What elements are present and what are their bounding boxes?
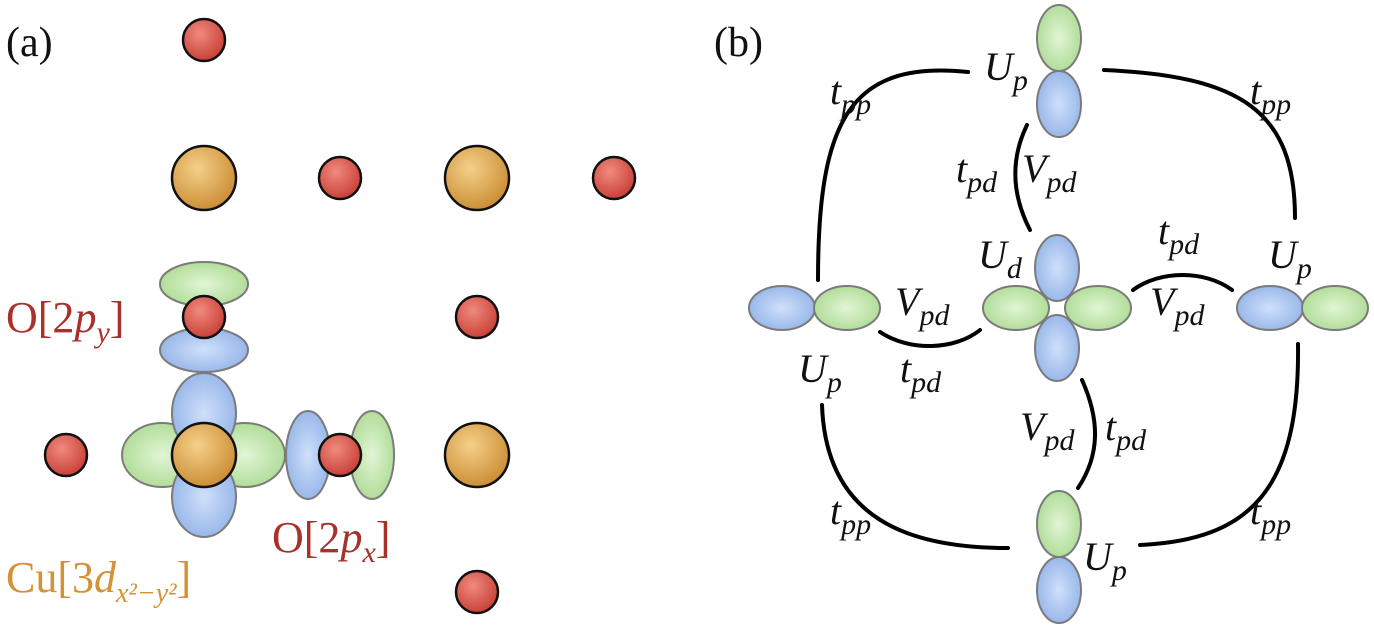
- oxygen-atom: [454, 569, 500, 615]
- oxygen-atom: [454, 294, 500, 340]
- o-2px-label: O[2px]: [272, 513, 390, 569]
- tpp-label-top-right: tpp: [1250, 68, 1291, 121]
- tpp-arc-bottom-right: [1138, 342, 1301, 547]
- vpd-label-left: Vpd: [895, 279, 950, 332]
- vpd-label-top: Vpd: [1022, 146, 1077, 199]
- orbital-lobe: [1036, 70, 1082, 138]
- vpd-label-right: Vpd: [1150, 279, 1205, 332]
- cu-3d-label: Cu[3dx²−y²]: [6, 553, 191, 609]
- orbital-lobe: [1064, 285, 1132, 331]
- tpp-label-bottom-left: tpp: [830, 488, 871, 541]
- orbital-lobe: [748, 285, 816, 331]
- oxygen-atom-py: [181, 294, 227, 340]
- panel-a: (a): [6, 17, 637, 615]
- tpd-label-bottom: tpd: [1105, 404, 1147, 457]
- up-label-bottom: Up: [1083, 534, 1127, 587]
- o-site-top: [1036, 4, 1082, 138]
- o-site-right: [1236, 285, 1369, 331]
- copper-atom: [443, 421, 511, 489]
- orbital-lobe: [1301, 285, 1369, 331]
- orbital-lobe: [1236, 285, 1304, 331]
- oxygen-atom-px: [317, 432, 363, 478]
- panel-b-label: (b): [714, 20, 763, 66]
- orbital-lobe: [1034, 234, 1080, 302]
- tpd-label-top: tpd: [956, 146, 998, 199]
- oxygen-atom: [181, 17, 227, 63]
- tpp-label-bottom-right: tpp: [1250, 488, 1291, 541]
- copper-atom-center: [170, 421, 238, 489]
- copper-atom: [443, 144, 511, 212]
- tpp-label-top-left: tpp: [830, 68, 871, 121]
- tpp-arc-bottom-left: [820, 403, 1010, 550]
- oxygen-atom: [43, 432, 89, 478]
- tpp-arc-top-left: [816, 68, 970, 282]
- o-2py-label: O[2py]: [6, 293, 124, 349]
- orbital-lobe: [1036, 4, 1082, 72]
- tpd-label-right: tpd: [1158, 208, 1200, 261]
- ud-label: Ud: [978, 232, 1023, 285]
- hopping-lines: [816, 68, 1301, 550]
- orbital-lobe: [1036, 490, 1082, 558]
- pd-arc-bottom: [1076, 378, 1098, 490]
- tpp-arc-top-right: [1102, 68, 1297, 220]
- panel-b: (b): [714, 4, 1369, 624]
- panel-a-label: (a): [6, 20, 53, 66]
- pd-arc-right: [1131, 273, 1234, 292]
- up-label-left: Up: [798, 346, 842, 399]
- orbital-lobe: [1034, 314, 1080, 382]
- copper-atom: [170, 144, 238, 212]
- oxygen-atoms: [43, 17, 637, 615]
- o-site-bottom: [1036, 490, 1082, 624]
- oxygen-atom: [317, 155, 363, 201]
- up-label-right: Up: [1268, 232, 1312, 285]
- pd-arc-left: [878, 328, 982, 349]
- cu-site-center: [982, 234, 1132, 382]
- orbital-lobe: [813, 285, 881, 331]
- orbital-lobe: [1036, 556, 1082, 624]
- copper-atoms: [170, 144, 511, 489]
- vpd-label-bottom: Vpd: [1020, 404, 1075, 457]
- tpd-label-left: tpd: [900, 346, 942, 399]
- o-site-left: [748, 285, 881, 331]
- orbital-lobe: [982, 285, 1050, 331]
- oxygen-atom: [591, 155, 637, 201]
- up-label-top: Up: [984, 44, 1028, 97]
- pd-arc-top: [1013, 123, 1032, 232]
